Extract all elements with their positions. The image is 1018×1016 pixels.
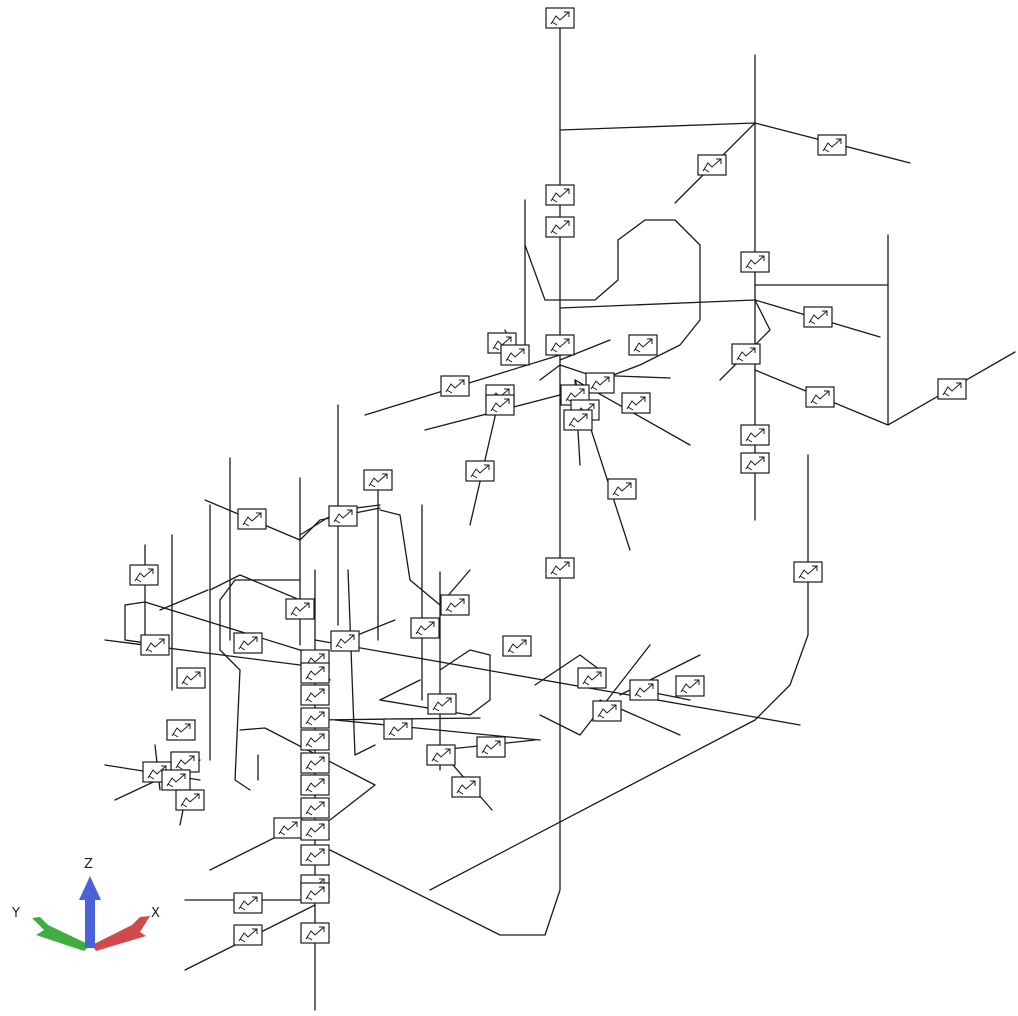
- valve-fitting-icon: [426, 744, 456, 766]
- pipe-segment: [104, 639, 301, 666]
- valve-fitting-icon: [328, 505, 358, 527]
- valve-fitting-icon: [451, 776, 481, 798]
- pipe-segment: [429, 454, 809, 891]
- valve-fitting-icon: [237, 508, 267, 530]
- valve-fitting-icon: [300, 882, 330, 904]
- z-axis-label: Z: [84, 857, 93, 872]
- y-axis-label: Y: [11, 906, 20, 921]
- valve-fitting-icon: [476, 736, 506, 758]
- valve-fitting-icon: [545, 216, 575, 238]
- valve-fitting-icon: [563, 409, 593, 431]
- valve-fitting-icon: [805, 386, 835, 408]
- valve-fitting-icon: [629, 679, 659, 701]
- pipe-segment: [539, 644, 651, 736]
- valve-fitting-icon: [170, 751, 200, 773]
- valve-fitting-icon: [427, 693, 457, 715]
- valve-fitting-icon: [300, 819, 330, 841]
- valve-fitting-icon: [731, 343, 761, 365]
- x-axis-label: X: [151, 906, 160, 921]
- pipe-segment: [219, 579, 251, 791]
- valve-fitting-icon: [793, 561, 823, 583]
- axis-triad: Z Y X: [11, 857, 160, 951]
- valve-fitting-icon: [607, 478, 637, 500]
- valve-fitting-icon: [502, 635, 532, 657]
- valve-fitting-icon: [300, 797, 330, 819]
- valve-fitting-icon: [500, 344, 530, 366]
- valve-fitting-icon: [545, 7, 575, 29]
- valve-fitting-icon: [285, 598, 315, 620]
- y-axis-arrow: [32, 917, 90, 951]
- pipe-segment: [159, 589, 209, 611]
- valve-fitting-icon: [129, 564, 159, 586]
- pipe-segment: [347, 569, 376, 756]
- valve-fitting-icon: [300, 922, 330, 944]
- valve-fitting-icon: [233, 892, 263, 914]
- valve-fitting-icon: [545, 184, 575, 206]
- valve-fitting-icon: [485, 394, 515, 416]
- x-axis-arrow: [92, 916, 150, 951]
- pipe-segment: [379, 679, 421, 701]
- pipe-segment: [559, 339, 611, 361]
- pipe-segment: [314, 639, 801, 726]
- pipe-segment: [334, 719, 541, 741]
- z-axis-arrow: [79, 876, 101, 948]
- valve-fitting-icon: [740, 424, 770, 446]
- valve-fitting-icon: [300, 684, 330, 706]
- valve-fitting-icon: [300, 707, 330, 729]
- valve-fitting-icon: [592, 700, 622, 722]
- valve-fitting-icon: [233, 924, 263, 946]
- valve-fitting-icon: [161, 769, 191, 791]
- valve-fitting-icon: [300, 662, 330, 684]
- pipe-segment: [539, 364, 671, 381]
- valve-fitting-icon: [176, 667, 206, 689]
- pipe-segment: [754, 234, 889, 286]
- valve-fitting-icon: [410, 617, 440, 639]
- valve-fitting-icon: [300, 752, 330, 774]
- fitting-symbols: [129, 7, 967, 946]
- valve-fitting-icon: [166, 719, 196, 741]
- valve-fitting-icon: [628, 334, 658, 356]
- valve-fitting-icon: [675, 675, 705, 697]
- pipe-segment: [719, 299, 771, 381]
- valve-fitting-icon: [300, 729, 330, 751]
- valve-fitting-icon: [817, 134, 847, 156]
- pipe-segment: [379, 509, 471, 606]
- valve-fitting-icon: [697, 154, 727, 176]
- pipe-segment: [559, 299, 756, 309]
- pipe-segment: [329, 9, 561, 936]
- valve-fitting-icon: [300, 844, 330, 866]
- valve-fitting-icon: [621, 392, 651, 414]
- valve-fitting-icon: [440, 375, 470, 397]
- valve-fitting-icon: [803, 306, 833, 328]
- valve-fitting-icon: [273, 817, 303, 839]
- valve-fitting-icon: [140, 634, 170, 656]
- valve-fitting-icon: [300, 774, 330, 796]
- valve-fitting-icon: [440, 594, 470, 616]
- valve-fitting-icon: [175, 789, 205, 811]
- valve-fitting-icon: [740, 452, 770, 474]
- valve-fitting-icon: [465, 460, 495, 482]
- valve-fitting-icon: [585, 372, 615, 394]
- pipe-segment: [887, 284, 1016, 426]
- valve-fitting-icon: [330, 630, 360, 652]
- pipe-segment: [534, 654, 601, 686]
- valve-fitting-icon: [233, 632, 263, 654]
- valve-fitting-icon: [740, 251, 770, 273]
- valve-fitting-icon: [937, 378, 967, 400]
- valve-fitting-icon: [363, 469, 393, 491]
- pipe-segment: [209, 574, 301, 601]
- valve-fitting-icon: [577, 667, 607, 689]
- pipe-segment: [524, 219, 701, 381]
- valve-fitting-icon: [545, 557, 575, 579]
- valve-fitting-icon: [383, 718, 413, 740]
- pipe-segment: [469, 394, 501, 526]
- valve-fitting-icon: [545, 334, 575, 356]
